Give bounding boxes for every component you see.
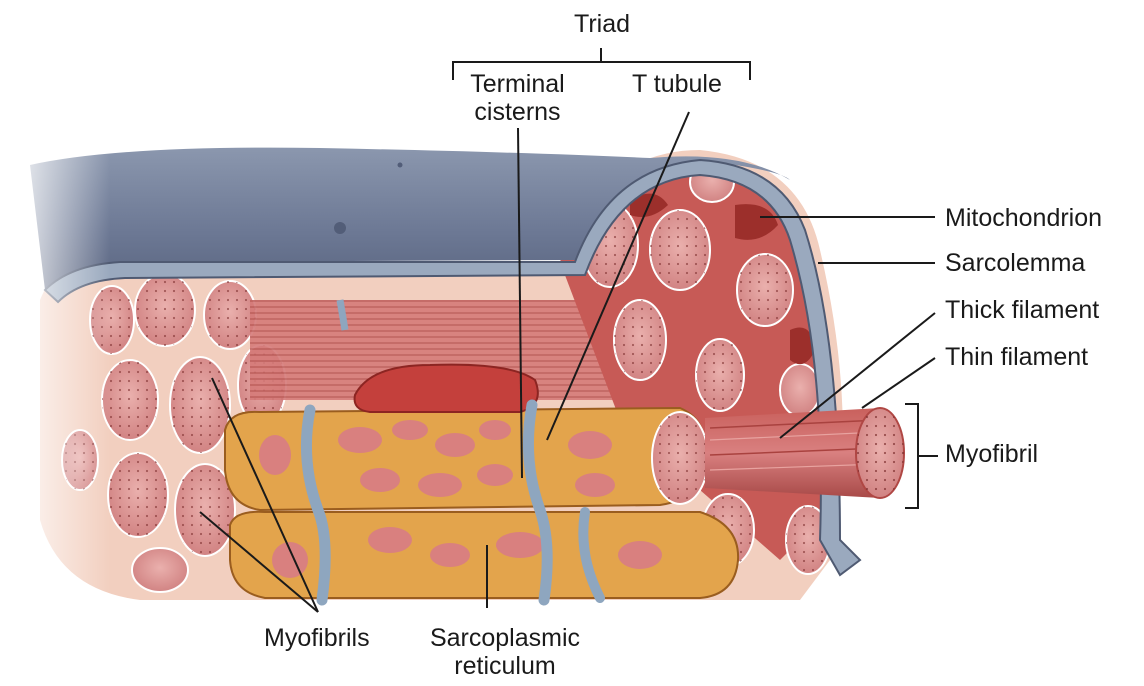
myofibril-label: Myofibril bbox=[945, 440, 1038, 468]
thick-filament-label: Thick filament bbox=[945, 296, 1099, 324]
mitochondrion-label: Mitochondrion bbox=[945, 204, 1102, 232]
thin-filament-label: Thin filament bbox=[945, 343, 1088, 371]
thin-filament-leader bbox=[862, 358, 935, 408]
terminal-cisterns-label-line2: cisterns bbox=[460, 98, 575, 126]
sarcoplasmic-reticulum-label-line2: reticulum bbox=[420, 652, 590, 680]
protruding-myofibril bbox=[705, 408, 904, 498]
t-tubule-label: T tubule bbox=[632, 70, 722, 98]
triad-label: Triad bbox=[571, 10, 633, 38]
myofibril-bracket bbox=[905, 404, 938, 508]
sarcolemma-label: Sarcolemma bbox=[945, 249, 1085, 277]
myofibrils-label: Myofibrils bbox=[264, 624, 370, 652]
terminal-cisterns-label-line1: Terminal bbox=[460, 70, 575, 98]
left-fade bbox=[0, 140, 110, 610]
sarcoplasmic-reticulum-label-line1: Sarcoplasmic bbox=[420, 624, 590, 652]
